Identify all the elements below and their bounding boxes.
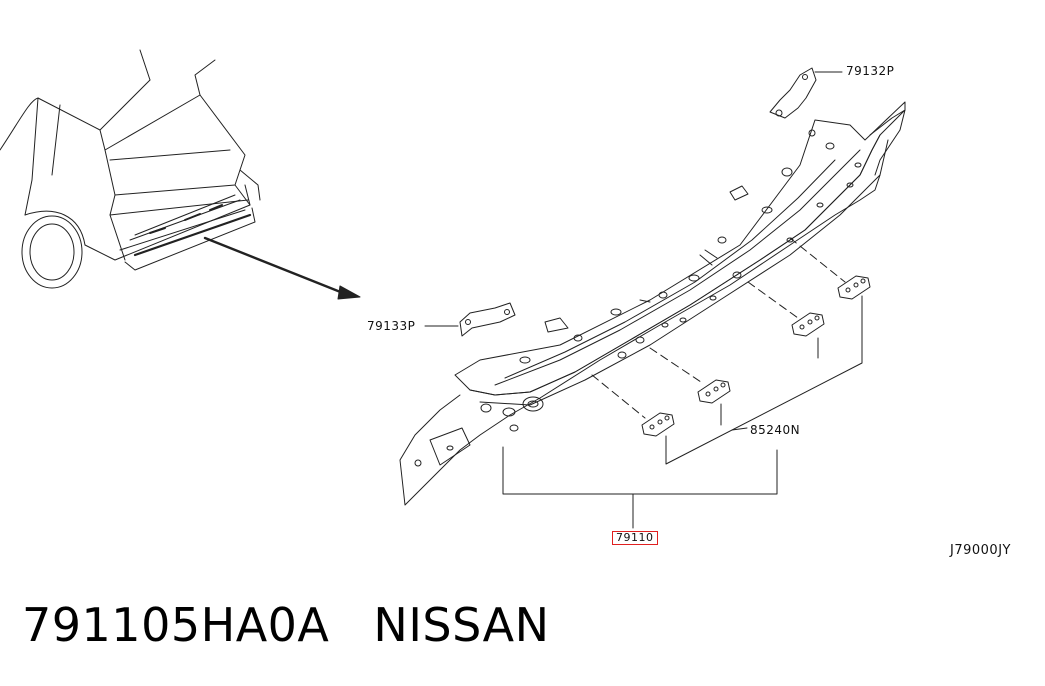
callout-lines: [502, 295, 863, 529]
callout-79110-highlighted[interactable]: 79110: [612, 531, 658, 545]
clip-2: [697, 379, 731, 404]
part-number: 791105HA0A: [22, 598, 330, 652]
clip-4: [837, 275, 871, 300]
clip-3: [791, 312, 825, 337]
parts-diagram: 79132P 79133P 85240N 79110 J79000JY: [0, 49, 1011, 558]
diagram-drawing: [0, 49, 906, 529]
dashed-leaders: [591, 237, 846, 419]
callout-79132p: 79132P: [846, 64, 895, 78]
bracket-79133p: [424, 302, 516, 337]
bracket-79132p: [769, 67, 843, 119]
clips-85240n: [641, 275, 871, 437]
callout-79133p: 79133P: [367, 319, 416, 333]
vehicle-illustration: [0, 49, 261, 289]
clip-1: [641, 412, 675, 437]
pointer-arrow: [203, 236, 361, 300]
callout-85240n: 85240N: [750, 423, 801, 437]
illustration-code: J79000JY: [950, 543, 1011, 558]
rear-panel-assembly: [399, 101, 906, 506]
brand-name: NISSAN: [373, 598, 550, 652]
part-caption: 791105HA0A NISSAN: [22, 598, 550, 652]
